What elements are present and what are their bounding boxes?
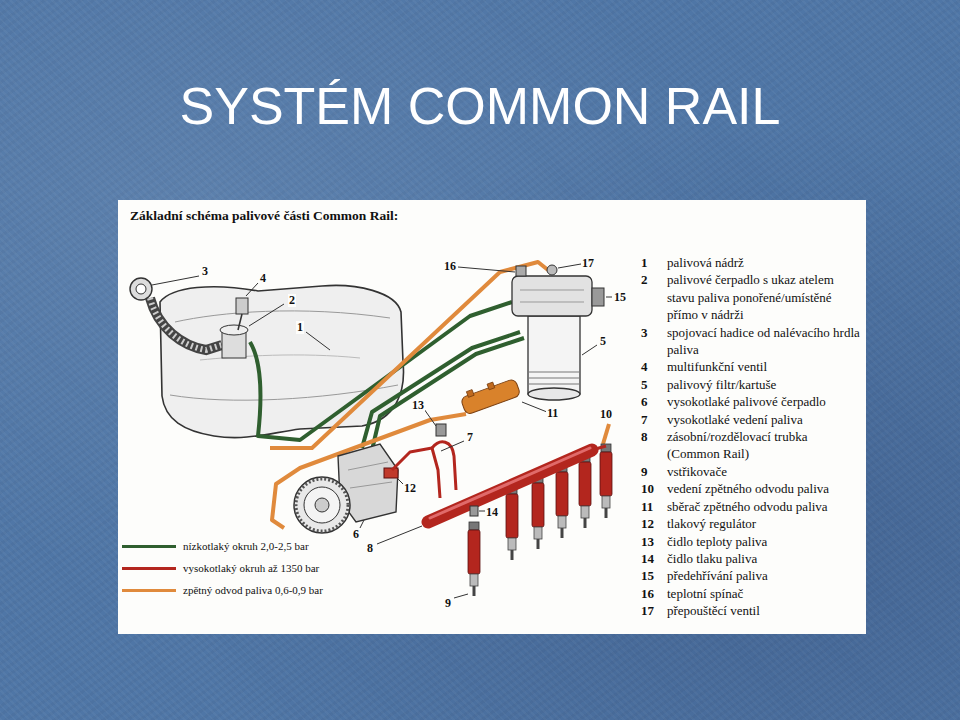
legend-text: vysokotlaký okruh až 1350 bar (183, 562, 319, 575)
legend-swatch (122, 545, 176, 548)
callout-number: 9 (444, 597, 452, 610)
key-number: 4 (641, 358, 648, 375)
key-number: 13 (641, 533, 654, 550)
key-number: 3 (641, 324, 648, 341)
key-text: tlakový regulátor (667, 515, 863, 532)
key-text: čidlo teploty paliva (667, 533, 863, 550)
key-number: 16 (641, 585, 654, 602)
key-text: předehřívání paliva (667, 567, 863, 584)
callout-number: 10 (599, 408, 613, 421)
slide-title: SYSTÉM COMMON RAIL (0, 80, 960, 132)
white-panel (118, 200, 866, 634)
filler-hose (130, 278, 222, 350)
key-text: vysokotlaké vedení paliva (667, 411, 863, 428)
key-number: 1 (641, 254, 648, 271)
key-text: multifunkční ventil (667, 358, 863, 375)
key-text: zásobní/rozdělovací trubka (Common Rail) (667, 428, 863, 463)
legend-text: zpětný odvod paliva 0,6-0,9 bar (183, 584, 323, 597)
key-text: palivová nádrž (667, 254, 863, 271)
key-number: 7 (641, 411, 648, 428)
callout-number: 12 (403, 482, 417, 495)
callout-number: 14 (485, 506, 499, 519)
callout-number: 5 (599, 335, 607, 348)
key-number: 12 (641, 515, 654, 532)
key-text: palivový filtr/kartuše (667, 376, 863, 393)
key-text: sběrač zpětného odvodu paliva (667, 498, 863, 515)
key-number: 14 (641, 550, 654, 567)
panel-heading: Základní schéma palivové části Common Ra… (118, 200, 866, 232)
callout-number: 15 (613, 291, 627, 304)
common-rail (428, 448, 592, 522)
key-number: 11 (641, 498, 653, 515)
callout-number: 8 (366, 542, 374, 555)
key-text: vstřikovače (667, 463, 863, 480)
key-text: palivové čerpadlo s ukaz atelem stavu pa… (667, 271, 863, 323)
key-number: 15 (641, 567, 654, 584)
legend-text: nízkotlaký okruh 2,0-2,5 bar (183, 540, 309, 553)
high-pressure-pump (294, 444, 398, 533)
return-collector (436, 375, 521, 436)
key-number: 10 (641, 480, 654, 497)
callout-number: 13 (411, 399, 425, 412)
key-text: přepouštěcí ventil (667, 602, 863, 619)
key-text: spojovací hadice od nalévacího hrdla pal… (667, 324, 863, 359)
key-number: 6 (641, 393, 648, 410)
key-text: teplotní spínač (667, 585, 863, 602)
leader-lines (152, 264, 612, 598)
key-text: vysokotlaké palivové čerpadlo (667, 393, 863, 410)
callout-number: 4 (259, 272, 267, 285)
callout-number: 1 (296, 321, 304, 334)
legend-swatch (122, 589, 176, 592)
callout-number: 16 (443, 260, 457, 273)
callout-number: 2 (288, 294, 296, 307)
key-text: čidlo tlaku paliva (667, 550, 863, 567)
key-text: vedení zpětného odvodu paliva (667, 480, 863, 497)
callout-number: 6 (352, 528, 360, 541)
callout-number: 11 (546, 407, 559, 420)
key-number: 5 (641, 376, 648, 393)
key-number: 17 (641, 602, 654, 619)
legend-swatch (122, 567, 176, 570)
key-number: 8 (641, 428, 648, 445)
fuel-tank (160, 285, 404, 437)
callout-number: 17 (581, 257, 595, 270)
key-number: 2 (641, 271, 648, 288)
key-number: 9 (641, 463, 648, 480)
callout-number: 7 (466, 431, 474, 444)
callout-number: 3 (201, 265, 209, 278)
return-lines (270, 262, 609, 528)
fuel-filter (512, 265, 604, 400)
tank-pump (220, 298, 248, 358)
